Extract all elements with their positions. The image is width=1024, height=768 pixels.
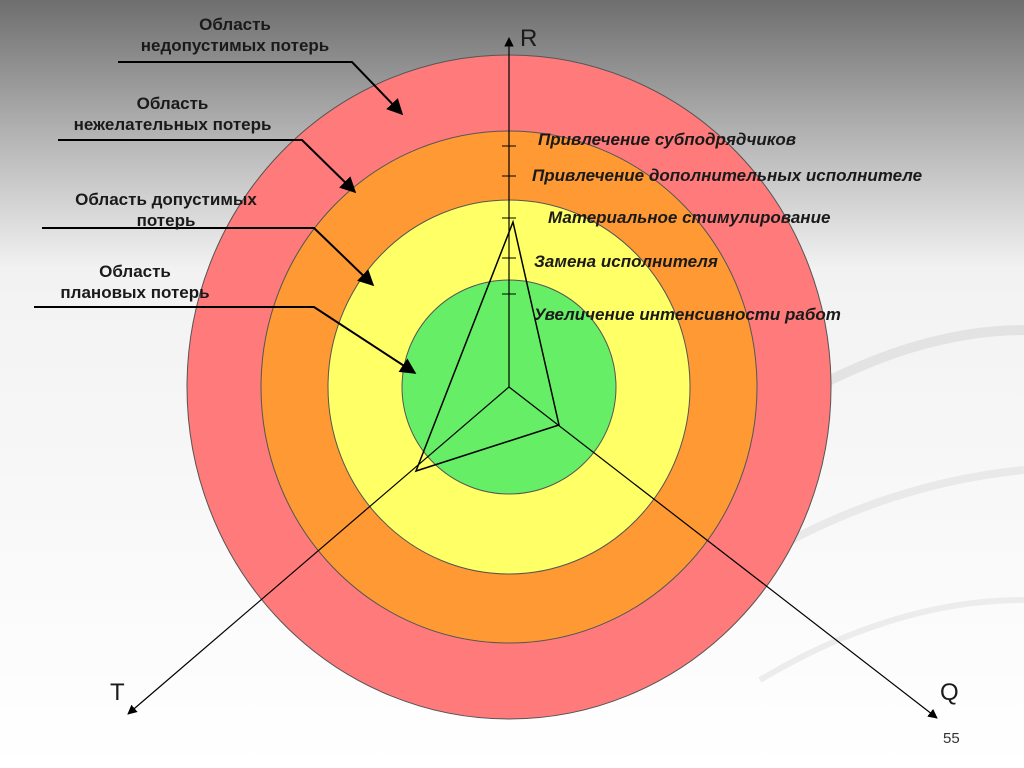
- axis-label-q: Q: [940, 679, 959, 706]
- pointer-undesirable: [58, 139, 357, 194]
- action-label-incentives: Материальное стимулирование: [548, 208, 831, 227]
- zone-label-undesirable: Область нежелательных потерь: [40, 93, 305, 135]
- page-number: 55: [943, 730, 960, 747]
- zone-label-acceptable: Область допустимых потерь: [38, 189, 294, 231]
- zone-label-line: плановых потерь: [60, 283, 210, 302]
- axis-label-t: T: [110, 679, 125, 706]
- zone-label-unacceptable: Область недопустимых потерь: [110, 14, 360, 56]
- axis-q: [508, 386, 938, 719]
- zone-label-planned: Область плановых потерь: [30, 261, 240, 303]
- zone-label-line: Область: [136, 94, 209, 113]
- axis-label-r: R: [520, 25, 538, 52]
- zone-label-line: потерь: [136, 211, 196, 230]
- action-label-replacement: Замена исполнителя: [534, 252, 718, 271]
- axis-t: [127, 386, 510, 715]
- zone-label-line: Область: [99, 262, 171, 281]
- zone-label-line: Область допустимых: [75, 190, 257, 209]
- zone-label-line: Область: [199, 15, 271, 34]
- pointer-planned: [34, 306, 417, 374]
- action-label-extra-staff: Привлечение дополнительных исполнителе: [532, 166, 923, 185]
- pointer-unacceptable: [118, 61, 404, 116]
- action-label-subcontractors: Привлечение субподрядчиков: [538, 130, 797, 149]
- zone-label-line: недопустимых потерь: [140, 36, 330, 55]
- zone-label-line: нежелательных потерь: [73, 115, 272, 134]
- action-label-intensity: Увеличение интенсивности работ: [534, 305, 841, 324]
- risk-triangle: [414, 219, 560, 473]
- decor-swoosh: [758, 597, 1024, 683]
- pointer-acceptable: [42, 227, 375, 287]
